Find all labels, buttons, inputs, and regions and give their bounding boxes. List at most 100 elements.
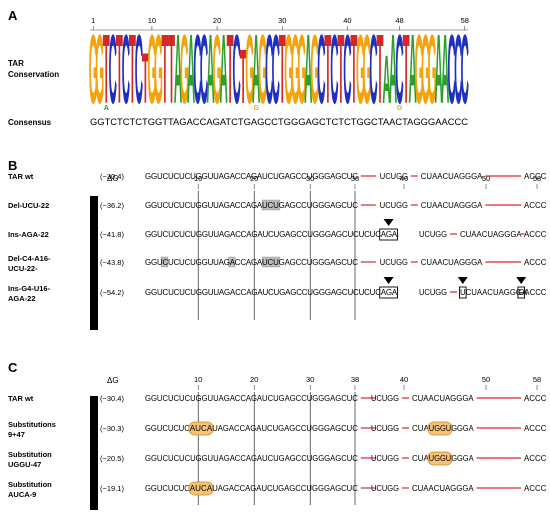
logo-letter: T <box>116 13 123 124</box>
insertion-arrow-icon <box>383 219 394 226</box>
panel-c-letter: C <box>8 360 18 375</box>
delta-g-value: (−20.5) <box>100 454 124 463</box>
logo-letter: A <box>174 13 182 124</box>
ruler-tick-label: 50 <box>482 174 490 183</box>
row-label: UCU-22- <box>8 264 38 273</box>
delta-g-value: (−36.2) <box>100 201 124 210</box>
rna-sequence-segment: ACCC <box>524 424 547 433</box>
logo-letter: A <box>219 13 227 124</box>
logo-letter: G <box>258 13 267 124</box>
rna-sequence: GGUCUCUCUGGUUAGACCAGAUCUGAGCCUGGGAGCUC <box>145 258 358 267</box>
panel-b-energy-wedge <box>90 196 98 330</box>
rna-sequence-segment: UCUGG <box>380 201 408 210</box>
logo-letter: T <box>227 13 234 124</box>
delta-g-value: (−30.4) <box>100 394 124 403</box>
ruler-tick-label: 40 <box>400 174 408 183</box>
rna-sequence: GGUCUCUCUGGUUAGACCAGAUCUGAGCCUGGGAGCUCUC… <box>145 230 398 239</box>
rna-sequence: GGUCUCUCUGGUUAGACCAGAUCUGAGCCUGGGAGCUCUC… <box>145 288 398 297</box>
panel-b-dg-header: ΔG <box>107 174 119 183</box>
rna-sequence-segment: UCUGG <box>380 172 408 181</box>
deleted-nucleotide-highlight <box>261 199 281 211</box>
logo-letter: G <box>154 13 163 124</box>
ruler-tick-label: 10 <box>194 375 202 384</box>
insertion-arrow-icon <box>516 277 527 284</box>
panel-b-letter: B <box>8 158 17 173</box>
rna-sequence: AUCA <box>190 424 213 433</box>
rna-sequence-segment: GGGA <box>451 454 474 463</box>
logo-letter: T <box>129 13 136 124</box>
rna-sequence-segment: GGGA <box>451 424 474 433</box>
ruler-tick-label: 20 <box>213 16 221 25</box>
ruler-tick-label: 40 <box>400 375 408 384</box>
deleted-nucleotide-highlight <box>161 256 169 268</box>
logo-letter: C <box>200 13 208 124</box>
delta-g-value: (−19.1) <box>100 484 124 493</box>
row-label: TAR wt <box>8 394 34 403</box>
row-label: AUCA-9 <box>8 490 36 499</box>
ruler-tick-label: 40 <box>343 16 351 25</box>
ruler-tick-label: 30 <box>278 16 286 25</box>
logo-letter: T <box>103 13 110 124</box>
rna-sequence-segment: UGGU <box>429 454 452 463</box>
row-label: TAR wt <box>8 172 34 181</box>
rna-sequence: UAGACCAGAUCUGAGCCUGGGAGCUC <box>212 484 358 493</box>
panel-c-energy-wedge <box>90 396 98 510</box>
ruler-tick-label: 20 <box>250 174 258 183</box>
rna-sequence-segment: UCUGG <box>419 230 447 239</box>
logo-letter: C <box>265 13 273 124</box>
row-label: Substitution <box>8 450 52 459</box>
rna-sequence-segment: CUAACUAGGGA <box>412 394 474 403</box>
logo-letter: G <box>415 13 424 124</box>
logo-letter: G <box>421 13 430 124</box>
substitution-highlight <box>188 481 214 496</box>
row-label: AGA-22 <box>8 294 36 303</box>
deleted-nucleotide-highlight <box>261 256 281 268</box>
logo-minor-letter: G <box>253 105 259 112</box>
ruler-tick-label: 10 <box>148 16 156 25</box>
ruler-tick-label: 10 <box>194 174 202 183</box>
logo-letter: A <box>206 13 214 124</box>
rna-sequence-segment: ACCC <box>524 484 547 493</box>
logo-letter: G <box>297 13 306 124</box>
ruler-tick-label: 58 <box>461 16 469 25</box>
logo-letter: C <box>395 13 403 124</box>
logo-letter: C <box>272 13 280 124</box>
ruler-tick-label: 58 <box>533 375 541 384</box>
rna-sequence-segment: ACCC <box>524 230 547 239</box>
rna-sequence-segment: UCUGG <box>419 288 447 297</box>
logo-letter: T <box>403 13 410 124</box>
logo-letter: C <box>317 13 325 124</box>
row-label: Del-UCU-22 <box>8 201 49 210</box>
logo-letter: G <box>245 13 254 124</box>
logo-letter: T <box>279 13 286 124</box>
rna-sequence-segment: ACCC <box>524 172 547 181</box>
logo-letter: T <box>240 33 247 120</box>
substitution-highlight <box>427 421 453 436</box>
logo-letter: C <box>369 13 377 124</box>
logo-minor-letter: G <box>397 105 403 112</box>
rna-sequence-segment: UGGU <box>429 424 452 433</box>
insertion-arrow-icon <box>457 277 468 284</box>
logo-letter: C <box>330 13 338 124</box>
insertion-box <box>379 228 398 241</box>
rna-sequence: GGUCUCUCUGGUUAGACCAGAUCUGAGCCUGGGAGCUC <box>145 201 358 210</box>
logo-letter: G <box>291 13 300 124</box>
logo-letter: C <box>135 13 143 124</box>
logo-letter: G <box>428 13 437 124</box>
logo-letter: T <box>337 13 344 124</box>
delta-g-value: (−43.8) <box>100 258 124 267</box>
rna-sequence: GGUCUCUCUGGUUAGACCAGAUCUGAGCCUGGGAGCUC <box>145 394 358 403</box>
logo-letter: A <box>441 13 449 124</box>
logo-letter: G <box>356 13 365 124</box>
rna-sequence: GGUCUCUCUGGUUAGACCAGAUCUGAGCCUGGGAGCUC <box>145 454 358 463</box>
ruler-tick-label: 30 <box>306 174 314 183</box>
row-label: Ins-G4-U16- <box>8 284 51 293</box>
conservation-label-line2: Conservation <box>8 70 59 79</box>
row-label: Ins-AGA-22 <box>8 230 49 239</box>
logo-letter: A <box>435 13 443 124</box>
insertion-box <box>459 286 467 299</box>
